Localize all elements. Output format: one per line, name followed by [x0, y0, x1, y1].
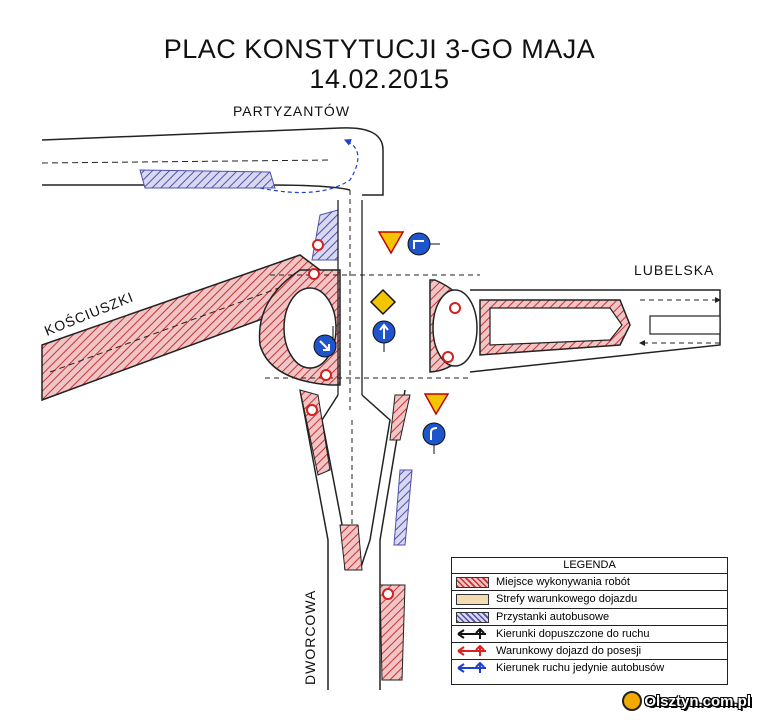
watermark: Olsztyn.com.pl: [622, 690, 751, 712]
legend-item-conditional-zone: Strefy warunkowego dojazdu: [452, 591, 727, 609]
street-label-north: PARTYZANTÓW: [233, 103, 351, 119]
legend-item-conditional-access: Warunkowy dojazd do posesji: [452, 643, 727, 661]
legend-item-bus-only: Kierunek ruchu jedynie autobusów: [452, 660, 727, 676]
give-way-sign: [377, 231, 405, 255]
roundabout: [258, 190, 480, 410]
work-zone-dworcowa-west: [299, 389, 331, 476]
blue-arrow-icon: [457, 662, 486, 674]
work-zone-dworcowa-center: [339, 524, 363, 571]
olsztyn-logo-icon: [622, 691, 643, 711]
construction-markers: [306, 239, 461, 600]
lubelska-median: [649, 315, 721, 335]
work-zone-dworcowa-east: [389, 394, 411, 441]
bus-stop-partyzantow: [139, 169, 276, 189]
west-island-tip: [311, 209, 339, 261]
east-island: [432, 289, 478, 367]
legend-swatch-beige: [456, 594, 489, 606]
legend-item-allowed-directions: Kierunki dopuszczone do ruchu: [452, 626, 727, 644]
street-label-south: DWORCOWA: [302, 589, 318, 685]
watermark-text: Olsztyn.com.pl: [644, 692, 751, 710]
legend-item-bus-stop: Przystanki autobusowe: [452, 609, 727, 626]
red-arrow-icon: [457, 645, 486, 657]
bus-turn-right-sign: [422, 422, 446, 454]
bus-route-partyzantow: [259, 139, 359, 194]
straight-only-sign: [372, 320, 396, 352]
turn-right-ahead-sign: [407, 232, 440, 256]
keep-right-sign: [313, 326, 337, 358]
priority-road-sign: [369, 288, 397, 316]
give-way-sign-2: [423, 393, 450, 416]
black-arrow-icon: [457, 627, 486, 639]
bus-stop-dworcowa: [393, 469, 413, 546]
street-label-east: LUBELSKA: [634, 262, 715, 278]
legend: LEGENDA Miejsce wykonywania robót Strefy…: [451, 557, 728, 685]
road-lubelska: [469, 289, 721, 373]
legend-swatch-hatch-red: [456, 577, 489, 588]
page-title: PLAC KONSTYTUCJI 3-GO MAJA: [163, 34, 596, 64]
legend-swatch-hatch-blue: [456, 611, 489, 623]
legend-title: LEGENDA: [452, 558, 727, 574]
work-zone-dworcowa-south: [379, 584, 406, 681]
lubelska-island: [489, 307, 623, 346]
page-date: 14.02.2015: [309, 64, 450, 94]
legend-item-work-zone: Miejsce wykonywania robót: [452, 574, 727, 592]
